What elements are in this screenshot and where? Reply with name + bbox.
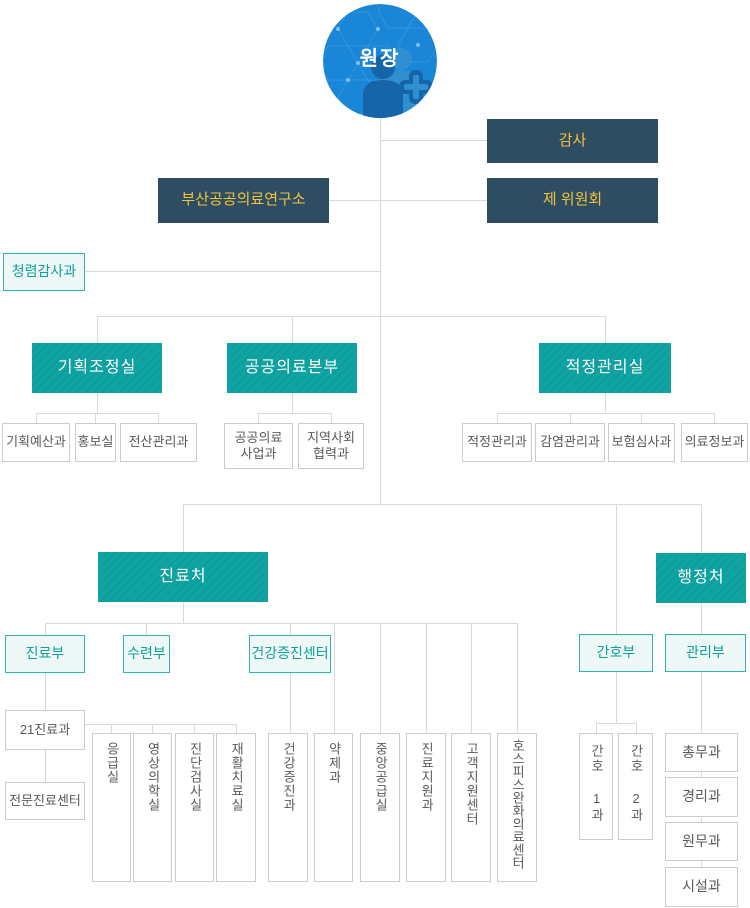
connector-line xyxy=(97,316,98,343)
connector-line xyxy=(97,316,606,317)
connector-line xyxy=(329,200,380,201)
connector-line xyxy=(36,413,158,414)
connector-line xyxy=(497,413,714,414)
dept-box: 약제과 xyxy=(314,733,353,882)
connector-line xyxy=(95,413,96,423)
dept-box: 총무과 xyxy=(665,733,738,772)
connector-line xyxy=(701,772,702,777)
connector-line xyxy=(616,504,617,634)
connector-line xyxy=(701,817,702,822)
connector-line xyxy=(258,413,259,423)
dept-box: 공공의료 사업과 xyxy=(224,423,293,469)
management-dept-box: 관리부 xyxy=(665,634,746,672)
connector-line xyxy=(158,413,159,423)
dept-box: 영상의학실 xyxy=(133,733,172,882)
connector-line xyxy=(194,724,195,733)
dept-box: 적정관리과 xyxy=(462,423,532,462)
connector-line xyxy=(641,413,642,423)
connector-line xyxy=(605,316,606,343)
connector-line xyxy=(45,673,46,710)
connector-line xyxy=(334,623,335,733)
connector-line xyxy=(152,724,153,733)
connector-line xyxy=(85,724,236,725)
dept-box: 호스피스완화의료센터 xyxy=(497,733,537,882)
director-label: 원장 xyxy=(359,47,401,70)
connector-line xyxy=(183,504,701,505)
dept-box: 의료정보과 xyxy=(681,423,748,462)
dept-box: 지역사회 협력과 xyxy=(298,423,364,469)
integrity-audit-box: 청렴감사과 xyxy=(3,253,85,291)
connector-line xyxy=(605,393,606,413)
connector-line xyxy=(471,623,472,733)
dept-box: 시설과 xyxy=(665,867,738,907)
clinic-dept-box: 진료부 xyxy=(5,635,85,673)
dept-box: 건강증진과 xyxy=(268,733,308,882)
dept-box: 보험심사과 xyxy=(608,423,675,462)
connector-line xyxy=(183,602,184,623)
dept-box: 고객지원센터 xyxy=(451,733,491,882)
connector-line xyxy=(380,623,381,733)
connector-line xyxy=(183,504,184,552)
dept-box: 감염관리과 xyxy=(535,423,605,462)
dept-box: 진단검사실 xyxy=(175,733,214,882)
connector-line xyxy=(380,110,381,504)
dept-box: 경리과 xyxy=(665,777,738,817)
connector-line xyxy=(36,413,37,423)
dept-box: 재활치료실 xyxy=(216,733,256,882)
dept-box: 원무과 xyxy=(665,822,738,861)
connector-line xyxy=(636,723,637,733)
connector-line xyxy=(236,724,237,733)
connector-line xyxy=(146,623,147,635)
connector-line xyxy=(701,672,702,733)
health-promotion-center-box: 건강증진센터 xyxy=(249,635,331,673)
connector-line xyxy=(292,316,293,343)
audit-box: 감사 xyxy=(487,119,658,163)
connector-line xyxy=(331,413,332,423)
connector-line xyxy=(85,271,380,272)
nursing-dept-box: 간호부 xyxy=(579,634,653,672)
training-dept-box: 수련부 xyxy=(123,635,170,673)
connector-line xyxy=(596,723,636,724)
dept-box: 전산관리과 xyxy=(120,423,197,462)
connector-line xyxy=(497,413,498,423)
dept-box: 간호 2과 xyxy=(618,733,653,840)
connector-line xyxy=(111,724,112,733)
connector-line xyxy=(290,673,291,733)
dept-box: 기획예산과 xyxy=(2,423,70,462)
connector-line xyxy=(381,200,487,201)
connector-line xyxy=(45,623,46,635)
dept-box: 응급실 xyxy=(92,733,131,882)
connector-line xyxy=(701,504,702,553)
connector-line xyxy=(701,603,702,634)
connector-line xyxy=(517,623,518,733)
connector-line xyxy=(381,140,487,141)
committee-box: 제 위원회 xyxy=(487,178,658,223)
connector-line xyxy=(290,623,291,635)
medical-office-box: 진료처 xyxy=(98,552,268,602)
dept-box: 전문진료센터 xyxy=(5,782,85,820)
connector-line xyxy=(258,413,331,414)
connector-line xyxy=(570,413,571,423)
connector-line xyxy=(714,413,715,423)
adequacy-office-box: 적정관리실 xyxy=(539,343,671,393)
dept-box: 21진료과 xyxy=(5,710,85,750)
dept-box: 홍보실 xyxy=(75,423,116,462)
connector-line xyxy=(45,623,517,624)
planning-office-box: 기획조정실 xyxy=(32,343,162,393)
director-circle: 원장 xyxy=(323,4,437,118)
connector-line xyxy=(701,861,702,867)
connector-line xyxy=(292,393,293,413)
director-circle-graphic xyxy=(323,4,437,118)
admin-office-box: 행정처 xyxy=(656,553,746,603)
research-institute-box: 부산공공의료연구소 xyxy=(158,178,329,223)
connector-line xyxy=(616,672,617,723)
dept-box: 간호 1과 xyxy=(579,733,613,840)
public-medical-hq-box: 공공의료본부 xyxy=(227,343,357,393)
dept-box: 진료지원과 xyxy=(406,733,446,882)
connector-line xyxy=(97,393,98,413)
connector-line xyxy=(426,623,427,733)
connector-line xyxy=(45,750,46,782)
dept-box: 중앙공급실 xyxy=(360,733,400,882)
connector-line xyxy=(596,723,597,733)
